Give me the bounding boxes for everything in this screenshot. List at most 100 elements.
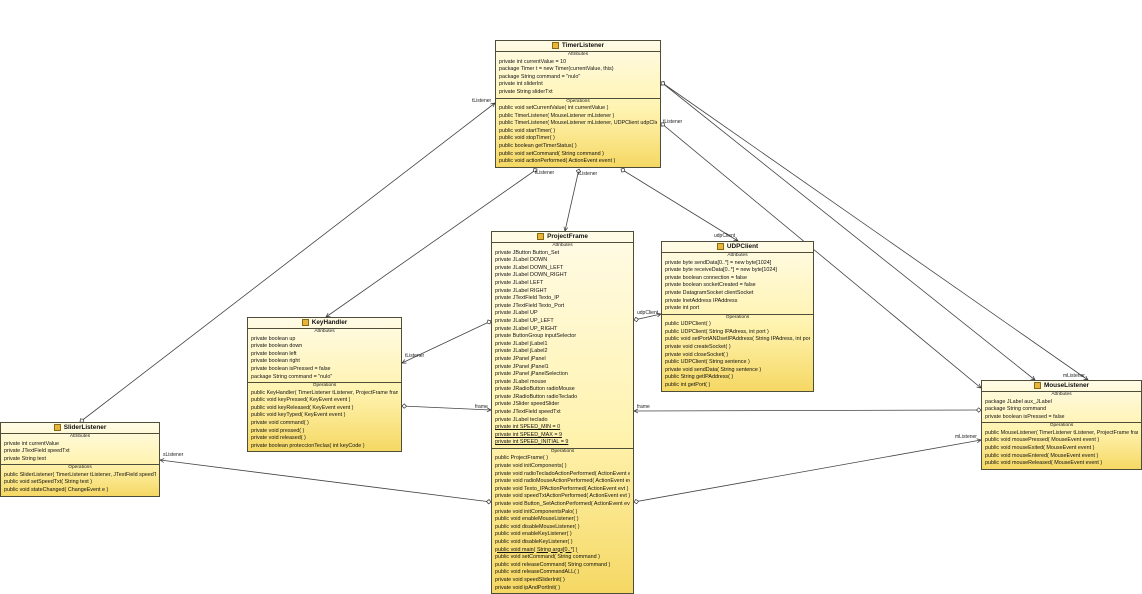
- operation-row: public void mouseEntered( MouseEvent eve…: [985, 452, 1099, 459]
- attribute-row: private JButton Button_Set: [495, 249, 560, 256]
- attribute-row: private JLabel jLabel1: [495, 340, 548, 347]
- operation-row: public void setSpeedTxt( String text ): [4, 479, 93, 486]
- assoc-label-udpclient: udpClient: [714, 233, 736, 239]
- attribute-row: private JSlider speedSlider: [495, 401, 560, 408]
- attribute-row: private int currentValue: [4, 440, 60, 447]
- attribute-row: private JPanel jPanel1: [495, 363, 549, 370]
- association-line: [159, 459, 492, 503]
- attribute-row: private boolean connection = false: [665, 274, 747, 281]
- attribute-row: private JLabel jLabel2: [495, 348, 548, 355]
- class-header-timerlistener[interactable]: TimerListener: [496, 41, 660, 53]
- attribute-row: package Timer t = new Timer(currentValue…: [499, 66, 614, 73]
- operation-row: public UDPClient( ): [665, 321, 711, 328]
- attribute-row: private JLabel mouse: [495, 378, 547, 385]
- class-icon: [537, 233, 545, 240]
- attribute-row: package String command = "nulo": [499, 73, 581, 80]
- attribute-row: private boolean socketCreated = false: [665, 282, 756, 289]
- assoc-label-tlistener: tListener: [578, 171, 598, 177]
- class-header-mouselistener[interactable]: MouseListener: [982, 381, 1141, 393]
- operation-row: private void radioMouseActionPerformed( …: [495, 478, 630, 485]
- attribute-row: private String text: [4, 455, 46, 462]
- class-icon: [716, 243, 724, 250]
- class-header-keyhandler[interactable]: KeyHandler: [248, 318, 401, 330]
- class-header-projectframe[interactable]: ProjectFrame: [492, 232, 633, 244]
- aggregation-diamond: [633, 316, 639, 323]
- assoc-label-tlistener: tListener: [535, 170, 555, 176]
- aggregation-diamond: [660, 122, 665, 127]
- attribute-row: private int currentValue = 10: [499, 58, 567, 65]
- operation-row: private void speedTxtActionPerformed( Ac…: [495, 493, 630, 500]
- class-header-udpclient[interactable]: UDPClient: [662, 242, 813, 254]
- attribute-row: private byte sendData[0..*] = new byte[1…: [665, 259, 772, 266]
- class-name-udpclient: UDPClient: [726, 243, 759, 251]
- assoc-label-udpclient: udpClient: [637, 310, 659, 316]
- attribute-row: private JLabel UP_RIGHT: [495, 325, 558, 332]
- navigation-arrow: [633, 408, 639, 414]
- operation-row: public void enableKeyListener( ): [495, 531, 572, 538]
- operation-row: private void initComponents( ): [495, 463, 567, 470]
- operation-row: public void stateChanged( ChangeEvent e …: [4, 486, 109, 493]
- operation-row: public SliderListener( TimerListener tLi…: [4, 471, 156, 478]
- association-line: [564, 168, 580, 232]
- attribute-row: private boolean up: [251, 335, 296, 342]
- operation-row: public void setCurrentValue( int current…: [499, 104, 609, 111]
- operation-row: private void Texto_IPActionPerformed( Ac…: [495, 485, 629, 492]
- aggregation-diamond: [633, 498, 639, 505]
- operation-row: public void stopTimer( ): [499, 135, 555, 142]
- attribute-row: private JLabel DOWN_RIGHT: [495, 272, 567, 279]
- association-line: [633, 409, 982, 412]
- attribute-row: private JRadioButton radioTeclado: [495, 393, 578, 400]
- class-name-mouselistener: MouseListener: [1043, 382, 1090, 390]
- operation-row: public void setPortANDsetIPAddress( Stri…: [665, 336, 810, 343]
- attribute-row: private JLabel teclado: [495, 416, 548, 423]
- attribute-row: private ButtonGroup inputSelector: [495, 333, 577, 340]
- attribute-row: private boolean isPressed = false: [985, 413, 1065, 420]
- attribute-row: package String command: [985, 406, 1047, 413]
- attribute-row: private JLabel DOWN_LEFT: [495, 264, 564, 271]
- operation-row: public TimerListener( MouseListener mLis…: [499, 112, 615, 119]
- assoc-label-frame: frame: [475, 404, 488, 410]
- operation-row: public UDPClient( String IPAdress, int p…: [665, 328, 769, 335]
- operation-row: public void disableKeyListener( ): [495, 538, 573, 545]
- operation-row: private void ipAndPortInit( ): [495, 584, 561, 591]
- attributes-title: Attributes: [314, 329, 335, 335]
- assoc-label-slistener: sListener: [163, 452, 184, 458]
- association-line: [660, 122, 982, 389]
- operations-title: Operations: [725, 314, 750, 320]
- navigation-arrow: [159, 458, 165, 463]
- class-header-sliderlistener[interactable]: SliderListener: [1, 423, 159, 435]
- operation-row: public void setCommand( String command ): [495, 554, 600, 561]
- class-icon: [301, 319, 309, 326]
- attribute-row: private JRadioButton radioMouse: [495, 386, 575, 393]
- operation-row: public void enableMouseListener( ): [495, 516, 579, 523]
- attribute-row: private JLabel UP_LEFT: [495, 317, 554, 324]
- aggregation-diamond: [620, 167, 626, 173]
- operations-title: Operations: [566, 98, 590, 104]
- attributes-title: Attributes: [69, 434, 91, 440]
- operations-title: Operations: [550, 449, 575, 455]
- attribute-row: private int SPEED_MIN = 0: [495, 424, 561, 431]
- assoc-label-tlistener: tListener: [405, 353, 425, 359]
- attribute-row: private String sliderTxt: [499, 88, 553, 95]
- attribute-row: private boolean left: [251, 350, 297, 357]
- operation-row: private void closeSocket( ): [665, 351, 729, 358]
- operation-row: private void Button_SetActionPerformed( …: [495, 501, 630, 507]
- class-name-timerlistener: TimerListener: [561, 42, 605, 50]
- association-line: [660, 81, 1036, 381]
- operation-row: public void mouseExited( MouseEvent even…: [985, 444, 1095, 451]
- aggregation-diamond: [975, 407, 982, 413]
- operation-row: private void radioTecladoActionPerformed…: [495, 470, 630, 477]
- association-line: [325, 168, 538, 318]
